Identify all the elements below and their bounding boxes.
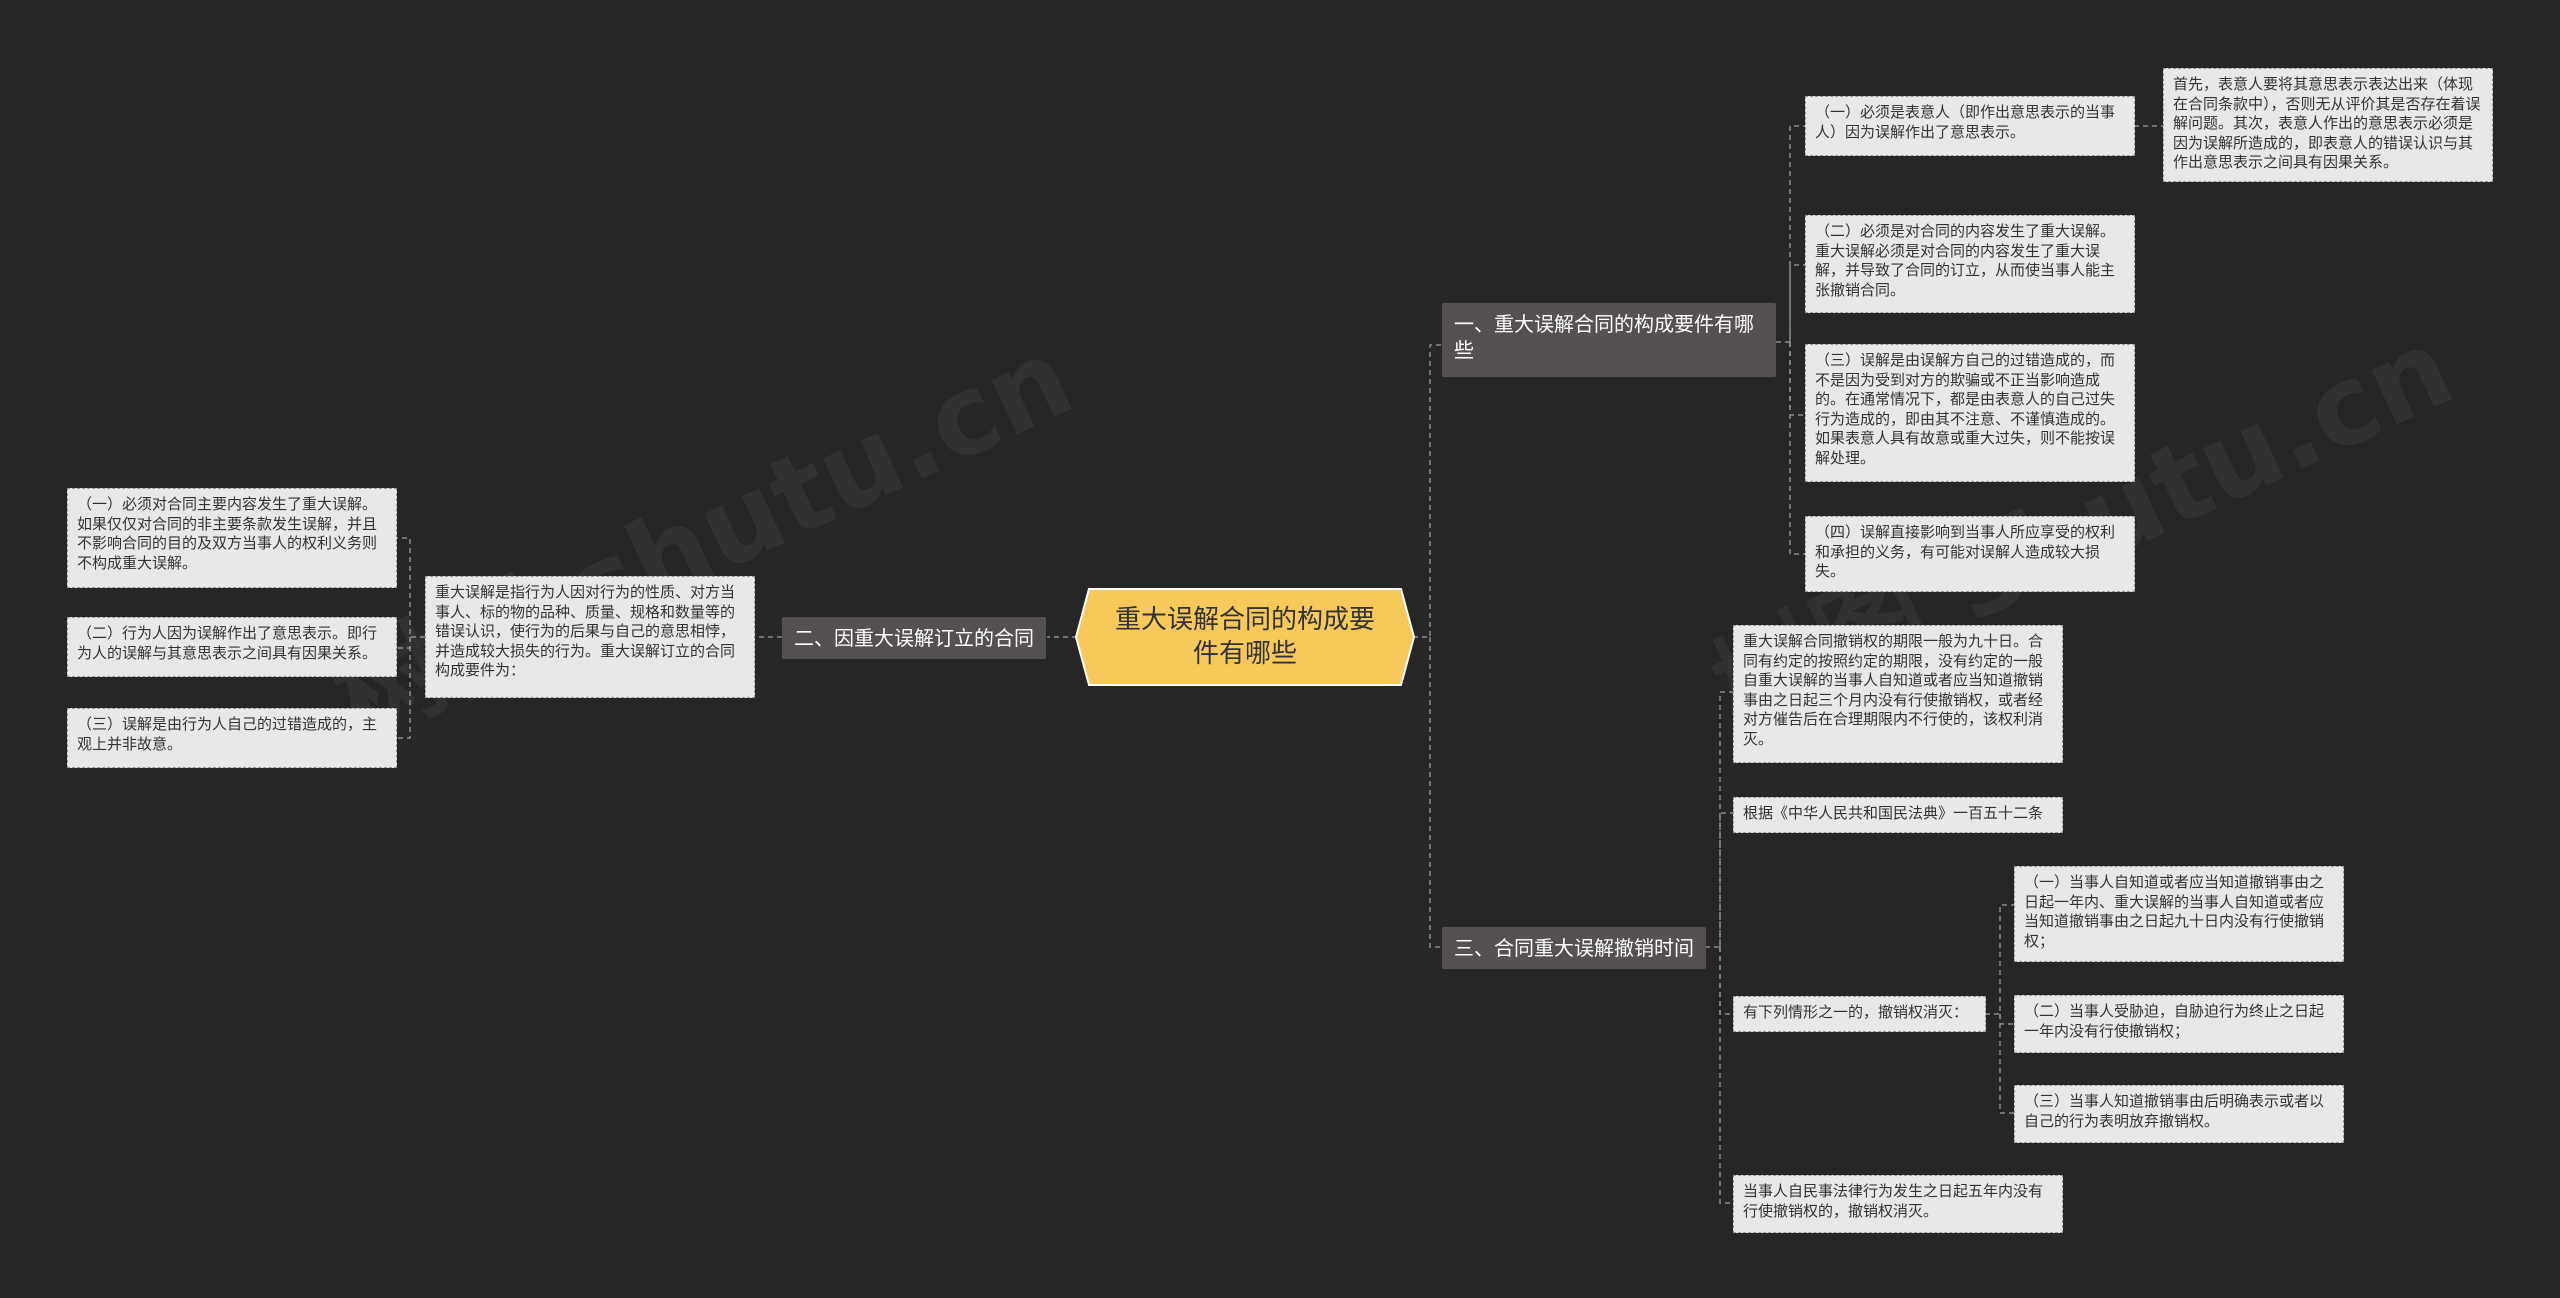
leaf-definition[interactable]: 重大误解是指行为人因对行为的性质、对方当事人、标的物的品种、质量、规格和数量等的…: [425, 576, 755, 698]
leaf-legal-basis[interactable]: 根据《中华人民共和国民法典》一百五十二条: [1733, 797, 2063, 833]
leaf-requirement-1[interactable]: （一）必须对合同主要内容发生了重大误解。如果仅仅对合同的非主要条款发生误解，并且…: [67, 488, 397, 588]
branch-label: 一、重大误解合同的构成要件有哪些: [1454, 312, 1754, 362]
branch-contract-concluded[interactable]: 二、因重大误解订立的合同: [782, 617, 1046, 659]
leaf-element-1-note[interactable]: 首先，表意人要将其意思表示表达出来（体现在合同条款中），否则无从评价其是否存在着…: [2163, 68, 2493, 182]
leaf-requirement-3[interactable]: （三）误解是由行为人自己的过错造成的，主观上并非故意。: [67, 708, 397, 768]
leaf-extinction-cases[interactable]: 有下列情形之一的，撤销权消灭：: [1733, 996, 1986, 1032]
branch-label: 二、因重大误解订立的合同: [794, 626, 1034, 650]
branch-revocation-time[interactable]: 三、合同重大误解撤销时间: [1442, 927, 1706, 969]
leaf-element-3[interactable]: （三）误解是由误解方自己的过错造成的，而不是因为受到对方的欺骗或不正当影响造成的…: [1805, 344, 2135, 482]
leaf-revocation-period[interactable]: 重大误解合同撤销权的期限一般为九十日。合同有约定的按照约定的期限，没有约定的一般…: [1733, 625, 2063, 763]
leaf-case-1[interactable]: （一）当事人自知道或者应当知道撤销事由之日起一年内、重大误解的当事人自知道或者应…: [2014, 866, 2344, 962]
leaf-case-3[interactable]: （三）当事人知道撤销事由后明确表示或者以自己的行为表明放弃撤销权。: [2014, 1085, 2344, 1143]
hexagon-shape: [1075, 588, 1415, 686]
leaf-case-2[interactable]: （二）当事人受胁迫，自胁迫行为终止之日起一年内没有行使撤销权；: [2014, 995, 2344, 1053]
leaf-five-year-limit[interactable]: 当事人自民事法律行为发生之日起五年内没有行使撤销权的，撤销权消灭。: [1733, 1175, 2063, 1233]
leaf-element-2[interactable]: （二）必须是对合同的内容发生了重大误解。重大误解必须是对合同的内容发生了重大误解…: [1805, 215, 2135, 313]
central-topic[interactable]: 重大误解合同的构成要件有哪些: [1075, 588, 1415, 686]
branch-label: 三、合同重大误解撤销时间: [1454, 936, 1694, 960]
central-topic-label: 重大误解合同的构成要件有哪些: [1114, 605, 1375, 669]
branch-constituent-elements[interactable]: 一、重大误解合同的构成要件有哪些: [1442, 303, 1776, 377]
leaf-requirement-2[interactable]: （二）行为人因为误解作出了意思表示。即行为人的误解与其意思表示之间具有因果关系。: [67, 617, 397, 677]
leaf-element-1[interactable]: （一）必须是表意人（即作出意思表示的当事人）因为误解作出了意思表示。: [1805, 96, 2135, 156]
leaf-element-4[interactable]: （四）误解直接影响到当事人所应享受的权利和承担的义务，有可能对误解人造成较大损失…: [1805, 516, 2135, 592]
